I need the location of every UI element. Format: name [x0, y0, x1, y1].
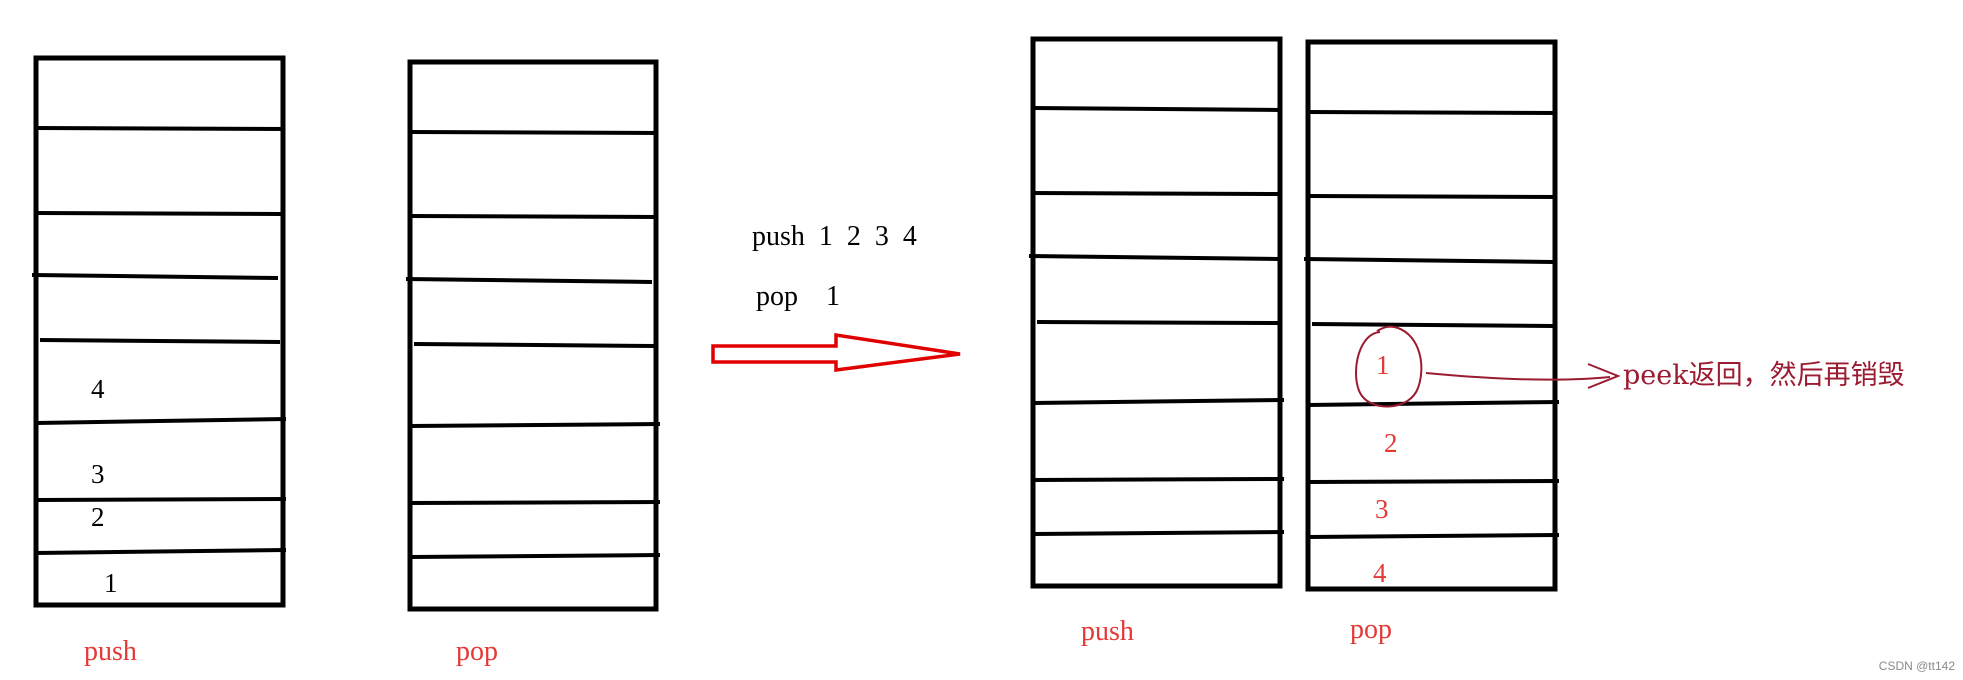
after-pop-label: pop — [1350, 614, 1392, 645]
stack-divider — [413, 342, 657, 348]
after-pop-value-4: 4 — [1373, 558, 1387, 588]
stack-divider — [1311, 322, 1554, 328]
after-push-stack — [1028, 36, 1285, 589]
peek-pointer-arrow-icon — [1425, 363, 1621, 389]
before-push-value-2: 2 — [91, 502, 105, 532]
stack-divider — [35, 497, 287, 502]
before-push-label: push — [84, 636, 137, 667]
stack-divider — [1307, 533, 1560, 539]
stack-divider — [1307, 479, 1560, 484]
before-pop-stack — [405, 59, 661, 612]
stack-divider — [31, 273, 279, 280]
stack-divider — [1032, 398, 1285, 405]
stack-divider — [1036, 320, 1279, 325]
after-push-label: push — [1081, 616, 1134, 647]
stack-divider — [1307, 194, 1558, 199]
stack-divider — [1028, 254, 1279, 261]
command-pop: pop 1 — [756, 281, 840, 312]
stack-divider — [1307, 110, 1558, 115]
before-push-stack: 4 3 2 1 — [31, 55, 287, 608]
stack-divider — [1032, 191, 1283, 196]
after-pop-value-3: 3 — [1375, 494, 1389, 524]
stack-divider — [1032, 477, 1285, 482]
stack-divider — [405, 277, 653, 284]
stack-divider — [409, 130, 659, 135]
peek-note: peek返回，然后再销毁 — [1623, 360, 1905, 391]
after-pop-stack: 1 2 3 4 — [1303, 39, 1560, 592]
stack-divider — [409, 500, 661, 505]
stack-divider — [409, 553, 661, 559]
stack-divider — [35, 548, 287, 555]
after-pop-value-1: 1 — [1376, 350, 1390, 380]
after-pop-stack-frame — [1305, 39, 1558, 592]
before-push-value-4: 4 — [91, 374, 105, 404]
before-push-stack-frame — [33, 55, 286, 608]
before-pop-label: pop — [456, 636, 498, 667]
stack-divider — [409, 214, 657, 219]
stack-divider — [35, 126, 286, 131]
stack-divider — [1303, 257, 1554, 264]
stack-divider — [1032, 530, 1285, 536]
after-push-stack-frame — [1030, 36, 1283, 589]
watermark: CSDN @tt142 — [1879, 659, 1956, 673]
stack-divider — [1307, 400, 1560, 407]
before-push-value-1: 1 — [104, 568, 118, 598]
before-pop-stack-frame — [407, 59, 659, 612]
stack-divider — [409, 422, 661, 428]
command-push: push 1 2 3 4 — [752, 221, 917, 252]
after-pop-value-2: 2 — [1384, 428, 1398, 458]
stack-divider — [39, 338, 281, 344]
before-push-value-3: 3 — [91, 459, 105, 489]
peek-highlight-circle-icon — [1355, 325, 1423, 408]
transition-arrow-icon — [711, 332, 961, 372]
stack-divider — [35, 211, 283, 216]
stack-divider — [1032, 106, 1283, 112]
stack-divider — [35, 417, 287, 425]
